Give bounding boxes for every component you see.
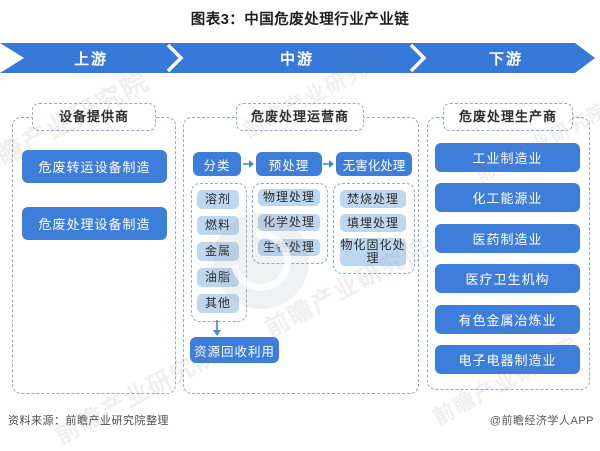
subnode-solidification: 物化固化处理 xyxy=(340,238,406,266)
node-transfer-equipment: 危废转运设备制造 xyxy=(22,150,167,183)
banner-label-downstream: 下游 xyxy=(489,50,523,68)
subnode-solvent: 溶剂 xyxy=(197,190,239,209)
subnode-others: 其他 xyxy=(197,294,239,313)
chevron-separator-icon xyxy=(409,43,427,73)
node-medical-institutions: 医疗卫生机构 xyxy=(435,264,580,293)
arrow-right-icon xyxy=(243,160,254,168)
group-harmless-items xyxy=(333,183,415,274)
source-note: 资料来源：前瞻产业研究院整理 xyxy=(8,415,169,427)
banner-arrow-shape xyxy=(0,43,595,73)
subnode-incineration: 焚烧处理 xyxy=(340,190,406,208)
node-pretreatment: 预处理 xyxy=(256,152,322,176)
banner-label-midstream: 中游 xyxy=(280,50,314,68)
column-header-equipment-providers: 设备提供商 xyxy=(32,103,156,131)
subnode-metal: 金属 xyxy=(197,242,239,261)
column-header-waste-producers: 危废处理生产商 xyxy=(443,103,573,131)
node-industrial-manufacturing: 工业制造业 xyxy=(435,143,580,172)
subnode-fuel: 燃料 xyxy=(197,216,239,235)
node-chemical-energy: 化工能源业 xyxy=(435,183,580,212)
stage-arrow-banner: 上游 中游 下游 xyxy=(0,43,595,73)
subnode-grease: 油脂 xyxy=(197,268,239,287)
node-classification: 分类 xyxy=(193,152,241,176)
group-classification-items xyxy=(191,183,247,322)
node-pharmaceutical: 医药制造业 xyxy=(435,224,580,253)
node-treatment-equipment: 危废处理设备制造 xyxy=(22,207,167,240)
subnode-biological-treatment: 生物处理 xyxy=(258,239,320,256)
page-title: 图表3：中国危废处理行业产业链 xyxy=(190,12,410,28)
app-credit: @前瞻经济学人APP xyxy=(489,415,594,427)
subnode-landfill: 填埋处理 xyxy=(340,214,406,232)
node-harmless-treatment: 无害化处理 xyxy=(336,152,412,176)
node-resource-recycling: 资源回收利用 xyxy=(190,337,279,363)
column-header-treatment-operators: 危废处理运营商 xyxy=(236,103,364,131)
chevron-separator-icon xyxy=(166,43,184,73)
subnode-physical-treatment: 物理处理 xyxy=(258,189,320,206)
banner-label-upstream: 上游 xyxy=(74,50,108,68)
node-electronics-manufacturing: 电子电器制造业 xyxy=(435,345,580,374)
node-nonferrous-smelting: 有色金属冶炼业 xyxy=(435,305,580,334)
arrow-right-icon xyxy=(323,160,334,168)
arrow-down-icon xyxy=(213,320,221,336)
subnode-chemical-treatment: 化学处理 xyxy=(258,214,320,231)
group-pretreatment-items xyxy=(252,183,328,264)
industry-chain-diagram: 图表3：中国危废处理行业产业链 上游 中游 下游 设备提供商 危废转运设备制造 … xyxy=(0,0,600,438)
